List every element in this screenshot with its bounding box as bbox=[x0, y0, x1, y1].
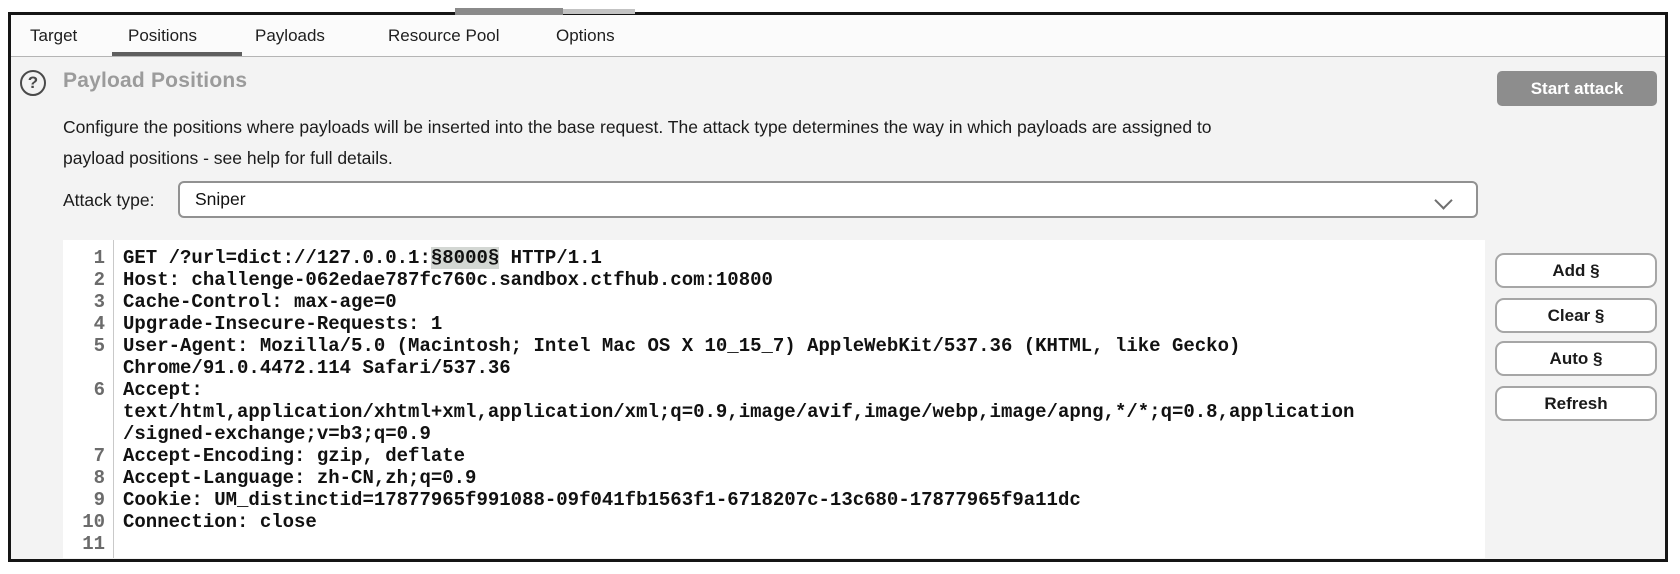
description-line-2: payload positions - see help for full de… bbox=[63, 148, 393, 168]
request-line: Chrome/91.0.4472.114 Safari/537.36 bbox=[63, 357, 1485, 379]
request-line: 3 Cache-Control: max-age=0 bbox=[63, 291, 1485, 313]
clear-positions-button[interactable]: Clear § bbox=[1495, 298, 1657, 333]
line-number: 5 bbox=[93, 335, 105, 357]
request-text-segment: GET /?url=dict://127.0.0.1: bbox=[123, 247, 431, 269]
request-line: text/html,application/xhtml+xml,applicat… bbox=[63, 401, 1485, 423]
request-text-segment: /signed-exchange;v=b3;q=0.9 bbox=[123, 423, 431, 445]
request-line: 7 Accept-Encoding: gzip, deflate bbox=[63, 445, 1485, 467]
request-line: 2 Host: challenge-062edae787fc760c.sandbo… bbox=[63, 269, 1485, 291]
request-line: 1 GET /?url=dict://127.0.0.1:§8000§ HTTP/… bbox=[63, 247, 1485, 269]
request-text-segment: Accept-Language: zh-CN,zh;q=0.9 bbox=[123, 467, 477, 489]
line-number: 10 bbox=[82, 511, 105, 533]
request-line: 10 Connection: close bbox=[63, 511, 1485, 533]
question-mark-glyph: ? bbox=[27, 73, 39, 92]
request-line: /signed-exchange;v=b3;q=0.9 bbox=[63, 423, 1485, 445]
gutter-separator bbox=[113, 240, 114, 558]
add-positions-button[interactable]: Add § bbox=[1495, 253, 1657, 288]
tab-target[interactable]: Target bbox=[30, 26, 78, 45]
request-line-text: Chrome/91.0.4472.114 Safari/537.36 bbox=[123, 357, 511, 379]
start-attack-button[interactable]: Start attack bbox=[1497, 71, 1657, 106]
request-line-text: Cookie: UM_distinctid=17877965f991088-09… bbox=[123, 489, 1081, 511]
line-number: 2 bbox=[93, 269, 105, 291]
attack-type-value: Sniper bbox=[195, 189, 246, 209]
request-line-text: User-Agent: Mozilla/5.0 (Macintosh; Inte… bbox=[123, 335, 1240, 357]
request-line: 5 User-Agent: Mozilla/5.0 (Macintosh; Int… bbox=[63, 335, 1485, 357]
crop-artifact bbox=[455, 8, 563, 15]
crop-artifact bbox=[563, 9, 635, 14]
request-text-segment: Chrome/91.0.4472.114 Safari/537.36 bbox=[123, 357, 511, 379]
request-line-text: Accept: bbox=[123, 379, 203, 401]
tab-options[interactable]: Options bbox=[556, 26, 615, 45]
request-line-text: Accept-Language: zh-CN,zh;q=0.9 bbox=[123, 467, 476, 489]
request-line: 6 Accept: bbox=[63, 379, 1485, 401]
request-text-segment: Accept-Encoding: gzip, deflate bbox=[123, 445, 466, 467]
chevron-down-icon bbox=[1434, 191, 1453, 210]
line-number: 9 bbox=[93, 489, 105, 511]
request-text-segment: Cache-Control: max-age=0 bbox=[123, 291, 397, 313]
tab-payloads[interactable]: Payloads bbox=[255, 26, 325, 45]
selected-tab-underline bbox=[112, 52, 242, 56]
payload-position-marker[interactable]: §8000§ bbox=[430, 247, 500, 269]
request-text-segment: Accept: bbox=[123, 379, 203, 401]
auto-positions-button[interactable]: Auto § bbox=[1495, 341, 1657, 376]
request-text-segment: Connection: close bbox=[123, 511, 317, 533]
line-number: 4 bbox=[93, 313, 105, 335]
request-editor[interactable]: 1 GET /?url=dict://127.0.0.1:§8000§ HTTP/… bbox=[63, 240, 1485, 558]
attack-type-label: Attack type: bbox=[63, 190, 155, 210]
tab-positions[interactable]: Positions bbox=[128, 26, 197, 45]
request-line-text: Connection: close bbox=[123, 511, 317, 533]
intruder-tab-bar: Target Positions Payloads Resource Pool Opti… bbox=[11, 15, 1665, 57]
request-text-segment: HTTP/1.1 bbox=[499, 247, 602, 269]
line-number bbox=[63, 357, 105, 379]
line-number: 1 bbox=[93, 247, 105, 269]
request-line-text: Upgrade-Insecure-Requests: 1 bbox=[123, 313, 442, 335]
request-line: 11 bbox=[63, 533, 1485, 555]
request-line: 4 Upgrade-Insecure-Requests: 1 bbox=[63, 313, 1485, 335]
attack-type-select[interactable]: Sniper bbox=[178, 181, 1478, 218]
request-text-segment: Upgrade-Insecure-Requests: 1 bbox=[123, 313, 443, 335]
line-number: 8 bbox=[93, 467, 105, 489]
line-number bbox=[63, 401, 105, 423]
request-line: 9 Cookie: UM_distinctid=17877965f991088-0… bbox=[63, 489, 1485, 511]
request-text-segment: text/html,application/xhtml+xml,applicat… bbox=[123, 401, 1355, 423]
line-number bbox=[63, 423, 105, 445]
tab-resource-pool[interactable]: Resource Pool bbox=[388, 26, 500, 45]
help-icon[interactable]: ? bbox=[20, 70, 46, 96]
page-title: Payload Positions bbox=[63, 69, 248, 92]
description-line-1: Configure the positions where payloads w… bbox=[63, 117, 1212, 137]
request-line-text: Host: challenge-062edae787fc760c.sandbox… bbox=[123, 269, 773, 291]
request-line-text: Accept-Encoding: gzip, deflate bbox=[123, 445, 465, 467]
request-text-segment: User-Agent: Mozilla/5.0 (Macintosh; Inte… bbox=[123, 335, 1241, 357]
request-line-text: /signed-exchange;v=b3;q=0.9 bbox=[123, 423, 431, 445]
line-number: 6 bbox=[93, 379, 105, 401]
request-line: 8 Accept-Language: zh-CN,zh;q=0.9 bbox=[63, 467, 1485, 489]
request-text-segment: Cookie: UM_distinctid=17877965f991088-09… bbox=[123, 489, 1081, 511]
line-number: 3 bbox=[93, 291, 105, 313]
refresh-button[interactable]: Refresh bbox=[1495, 386, 1657, 421]
line-number: 7 bbox=[93, 445, 105, 467]
line-number: 11 bbox=[82, 533, 105, 555]
description-text: Configure the positions where payloads w… bbox=[63, 112, 1212, 174]
request-text-segment: Host: challenge-062edae787fc760c.sandbox… bbox=[123, 269, 773, 291]
request-line-text: GET /?url=dict://127.0.0.1:§8000§ HTTP/1… bbox=[123, 247, 602, 269]
request-line-text: Cache-Control: max-age=0 bbox=[123, 291, 397, 313]
request-line-text: text/html,application/xhtml+xml,applicat… bbox=[123, 401, 1354, 423]
